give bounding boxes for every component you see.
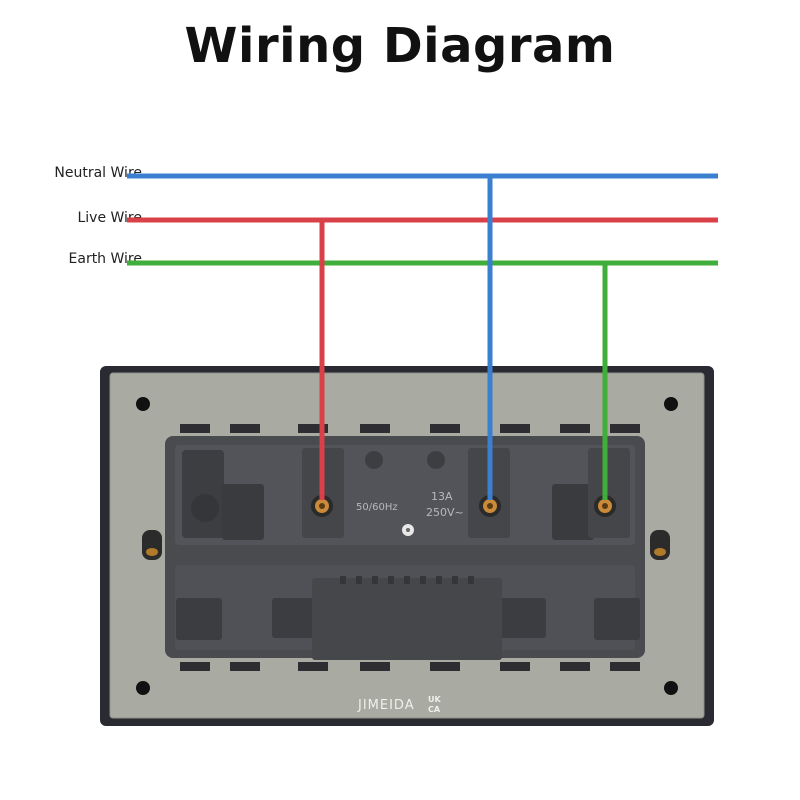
- mount-hole-icon: [136, 681, 150, 695]
- rating-current: 13A: [431, 490, 453, 503]
- earth-wire-label: Earth Wire: [68, 251, 142, 267]
- neutral-wire-label: Neutral Wire: [54, 165, 142, 181]
- live-wire-label: Live Wire: [77, 210, 142, 226]
- page-title: Wiring Diagram: [184, 18, 616, 74]
- mount-hole-icon: [136, 397, 150, 411]
- rating-frequency: 50/60Hz: [356, 502, 398, 513]
- center-housing: [312, 578, 502, 660]
- svg-text:CA: CA: [428, 705, 441, 714]
- neutral-terminal-icon: [479, 495, 501, 517]
- ukca-mark: UK: [428, 695, 441, 704]
- socket-back: 50/60Hz 13A 250V~ JIMEIDA UK CA: [100, 366, 714, 726]
- mount-hole-icon: [664, 681, 678, 695]
- mount-hole-icon: [664, 397, 678, 411]
- live-terminal-icon: [311, 495, 333, 517]
- rating-voltage: 250V~: [426, 506, 464, 519]
- brand-logo: JIMEIDA: [357, 698, 415, 713]
- earth-terminal-icon: [594, 495, 616, 517]
